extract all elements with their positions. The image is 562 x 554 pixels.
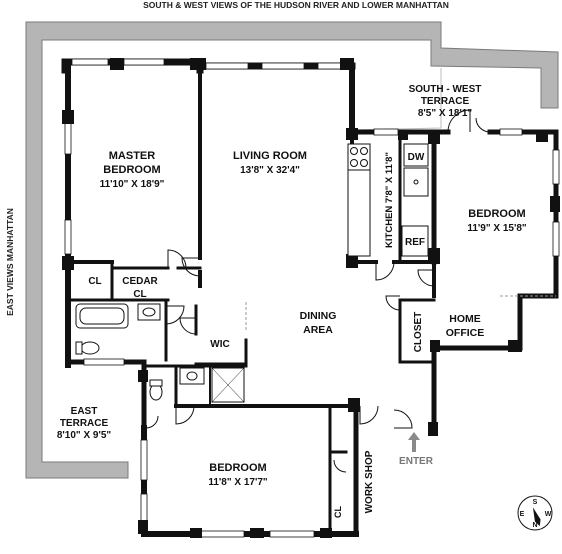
doors[interactable] xyxy=(145,109,491,473)
home-office-name-2: OFFICE xyxy=(446,327,485,339)
cedar-closet-label-2: CL xyxy=(133,289,146,300)
windows xyxy=(64,58,560,538)
toilet-icon xyxy=(80,341,100,355)
terrace-border-west xyxy=(25,21,559,479)
master-bedroom-size: 11'10" X 18'9" xyxy=(100,179,165,190)
master-bedroom-name: MASTER xyxy=(109,150,156,162)
enter-arrow-icon xyxy=(408,432,420,452)
sink-icon xyxy=(403,167,429,197)
east-terrace-size: 8'10" X 9'5" xyxy=(57,430,112,441)
home-office-name: HOME xyxy=(449,313,481,325)
dishwasher-box xyxy=(403,143,429,167)
bedroom-east-name: BEDROOM xyxy=(468,208,525,220)
compass-north: N xyxy=(532,522,537,529)
columns xyxy=(62,58,560,538)
bedroom-south-size: 11'8" X 17'7" xyxy=(208,477,268,488)
east-terrace-name: EAST xyxy=(71,406,98,417)
interior-walls xyxy=(66,64,437,536)
enter-label: ENTER xyxy=(399,456,434,467)
side-caption: EAST VIEWS MANHATTAN xyxy=(5,208,15,316)
compass-south: S xyxy=(533,499,538,506)
living-room-name: LIVING ROOM xyxy=(233,150,307,162)
dw-label: DW xyxy=(408,152,425,163)
stove-icon xyxy=(347,143,371,171)
compass-west: W xyxy=(545,511,552,518)
compass-east: E xyxy=(520,511,525,518)
wic-label: WIC xyxy=(210,339,229,350)
cedar-closet-label: CEDAR xyxy=(122,276,158,287)
top-caption: SOUTH & WEST VIEWS OF THE HUDSON RIVER A… xyxy=(143,0,449,10)
dining-area-name: DINING xyxy=(300,310,337,322)
south-west-terrace-size: 8'5" X 18'1" xyxy=(418,108,473,119)
master-bedroom-name-2: BEDROOM xyxy=(103,164,160,176)
refrigerator-box xyxy=(401,225,429,257)
compass-icon: S N E W xyxy=(517,495,553,531)
south-west-terrace-name-2: TERRACE xyxy=(421,96,470,107)
kitchen-label: KITCHEN 7'8" X 11'8" xyxy=(384,152,395,248)
bedroom-south-name: BEDROOM xyxy=(209,462,266,474)
closet-label: CLOSET xyxy=(413,312,424,353)
east-terrace-name-2: TERRACE xyxy=(60,418,109,429)
ref-label: REF xyxy=(405,237,425,248)
dining-area-name-2: AREA xyxy=(303,324,333,336)
bedroom-east-size: 11'9" X 15'8" xyxy=(467,223,527,234)
closet-workshop-label: CL xyxy=(333,506,343,518)
closet-master-label: CL xyxy=(88,276,101,287)
work-shop-label: WORK SHOP xyxy=(364,450,375,513)
south-west-terrace-name: SOUTH - WEST xyxy=(409,84,482,95)
fixtures xyxy=(75,143,429,403)
living-room-size: 13'8" X 32'4" xyxy=(240,165,300,176)
room-labels: MASTER BEDROOM 11'10" X 18'9" LIVING ROO… xyxy=(57,84,527,518)
